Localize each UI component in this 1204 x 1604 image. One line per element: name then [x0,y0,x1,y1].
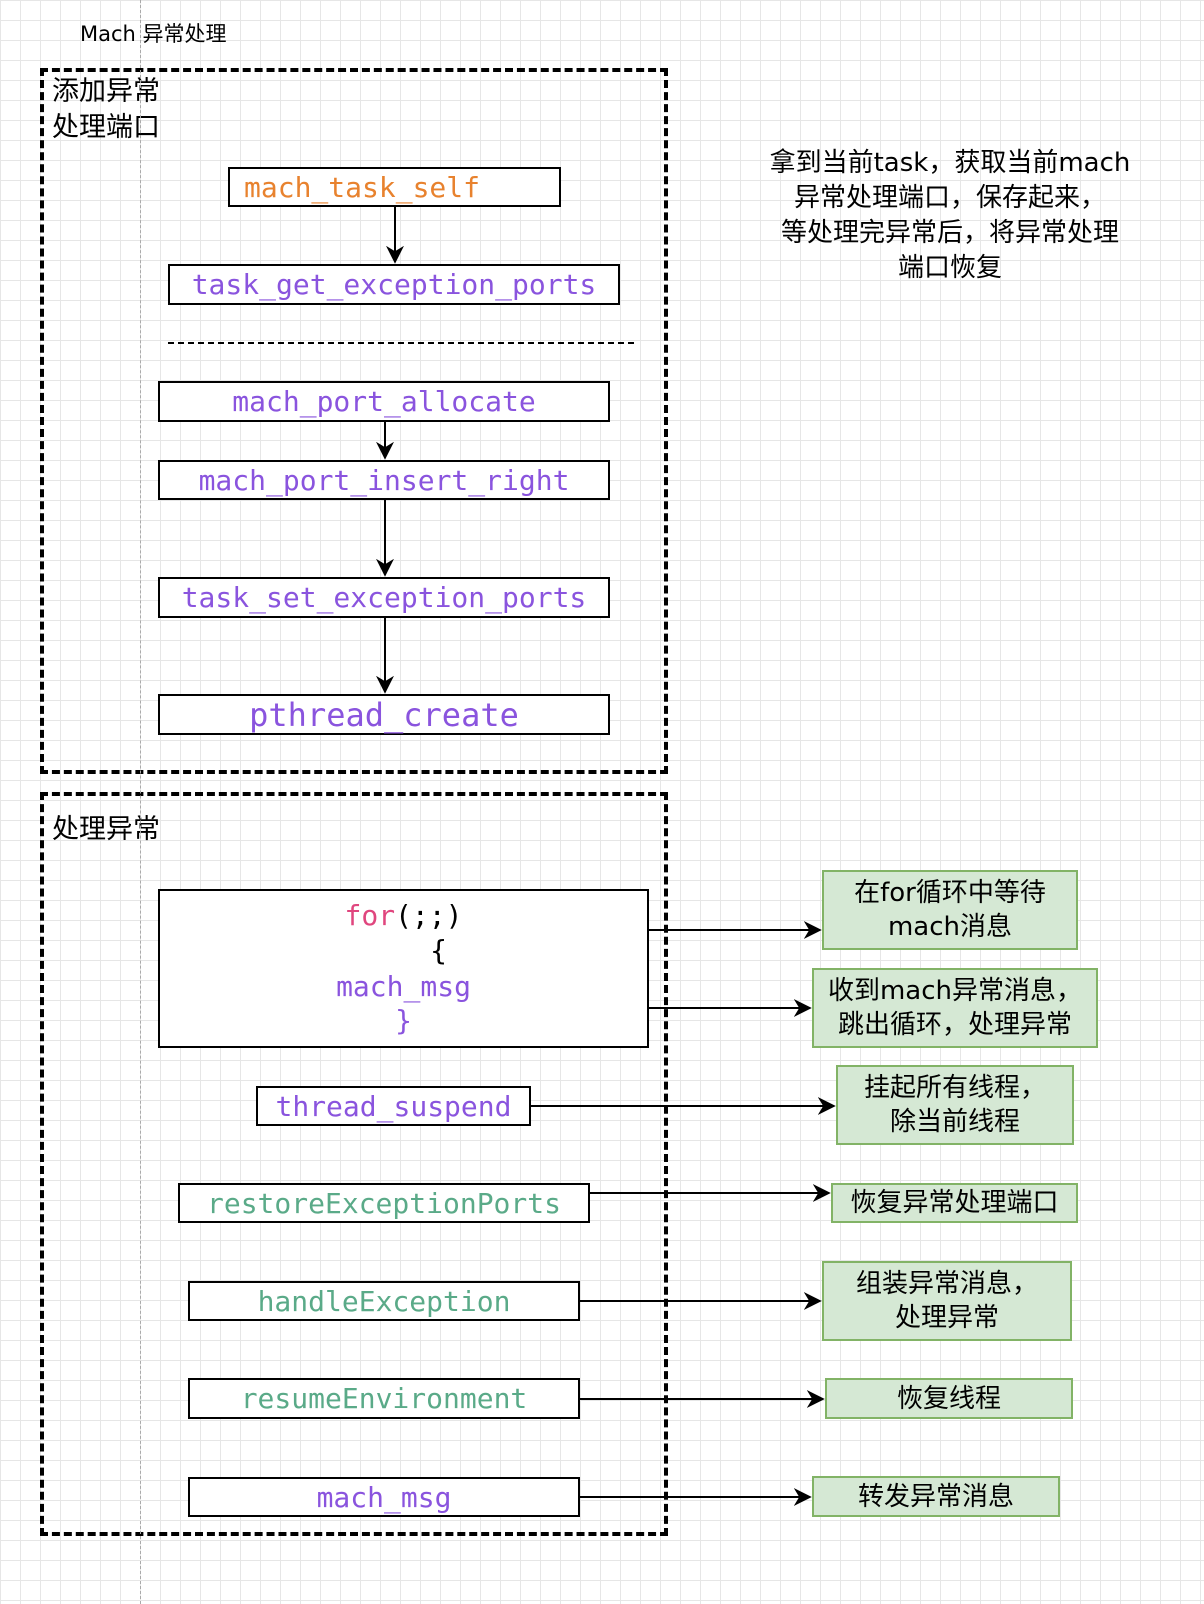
loop-close-brace: } [395,1004,412,1037]
for-keyword: for [344,899,396,932]
task-get-exception-ports-box[interactable]: task_get_exception_ports [168,264,620,305]
wait-note-line1: 在for循环中等待 [854,878,1046,908]
thread-suspend-box[interactable]: thread_suspend [256,1086,531,1126]
recv-note-line1: 收到mach异常消息， [827,976,1083,1006]
restore-ports-note: 恢复异常处理端口 [831,1183,1078,1223]
add-group-label-line1: 添加异常 [52,76,160,107]
mach-task-self-box[interactable]: mach_task_self [228,167,561,207]
loop-mach-msg-call: mach_msg [336,970,471,1003]
for-loop-box[interactable]: for(;;) { mach_msg } [158,889,649,1048]
port-save-note: 拿到当前task，获取当前mach 异常处理端口，保存起来， 等处理完异常后，将… [769,148,1131,283]
wait-note-line2: mach消息 [887,912,1013,942]
handle-group-label: 处理异常 [52,814,160,845]
handle-exception-group [40,792,668,1536]
suspend-threads-note: 挂起所有线程， 除当前线程 [836,1065,1074,1145]
recv-note-line2: 跳出循环，处理异常 [837,1010,1072,1040]
wait-message-note: 在for循环中等待 mach消息 [822,870,1078,950]
resume-threads-note: 恢复线程 [825,1378,1073,1419]
guide-line [140,0,141,1604]
pthread-create-box[interactable]: pthread_create [158,694,610,735]
restore-exception-ports-box[interactable]: restoreExceptionPorts [178,1183,590,1223]
receive-message-note: 收到mach异常消息， 跳出循环，处理异常 [812,968,1098,1048]
for-parens: (;;) [395,899,463,932]
add-group-label: 添加异常 处理端口 [52,74,160,146]
add-exception-ports-group [40,68,668,774]
mach-port-insert-right-box[interactable]: mach_port_insert_right [158,460,610,500]
add-group-label-line2: 处理端口 [52,112,160,143]
handle-note-line1: 组装异常消息， [855,1269,1038,1299]
diagram-title: Mach 异常处理 [80,22,227,46]
loop-open-brace: { [430,934,447,967]
separator-line [168,342,634,344]
forward-message-note: 转发异常消息 [812,1476,1060,1517]
handle-exception-box[interactable]: handleException [188,1281,580,1321]
handle-note-line2: 处理异常 [894,1303,999,1333]
resume-environment-box[interactable]: resumeEnvironment [188,1378,580,1419]
task-set-exception-ports-box[interactable]: task_set_exception_ports [158,577,610,618]
mach-msg-forward-box[interactable]: mach_msg [188,1477,580,1517]
suspend-note-line1: 挂起所有线程， [863,1073,1046,1103]
suspend-note-line2: 除当前线程 [889,1107,1020,1137]
handle-exception-note: 组装异常消息， 处理异常 [822,1261,1072,1341]
mach-port-allocate-box[interactable]: mach_port_allocate [158,381,610,422]
